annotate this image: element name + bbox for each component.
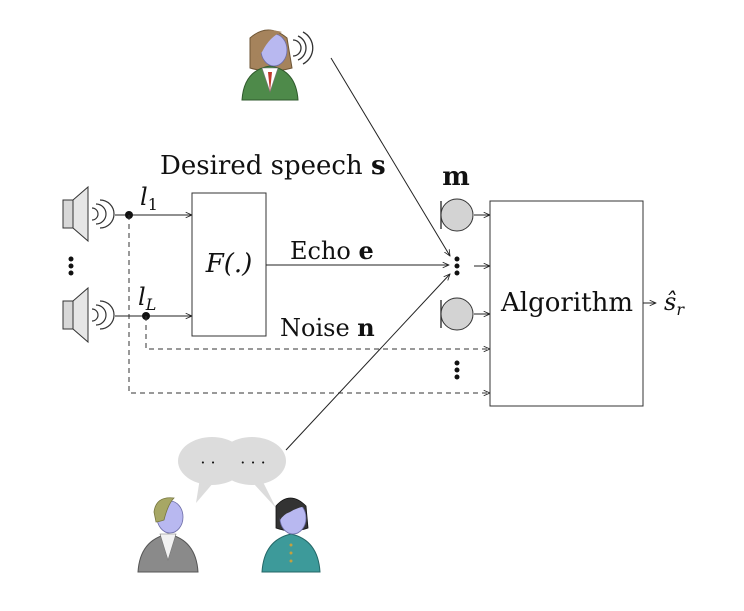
- output-label: ŝr: [664, 288, 685, 319]
- filter-label: F(.): [205, 249, 253, 279]
- loudspeaker-icon: [62, 185, 115, 243]
- loudspeaker-L-label: lL: [138, 283, 156, 314]
- vertical-ellipsis-junction: [454, 256, 460, 276]
- microphone-icon: [440, 198, 474, 232]
- mic-array-label: m: [442, 162, 470, 192]
- microphone-icon: [440, 297, 474, 331]
- speech-bubble-icon: [178, 437, 286, 508]
- algorithm-label: Algorithm: [500, 288, 633, 318]
- desired-speech-arrow: [330, 57, 450, 256]
- algorithm-block: [489, 200, 644, 407]
- vertical-ellipsis-speakers: [68, 256, 74, 276]
- mic-output-arrows: [474, 215, 490, 314]
- noise-arrow: [285, 274, 450, 451]
- noise-label: Noise n: [280, 313, 375, 342]
- loudspeaker-1-label: l1: [140, 183, 158, 214]
- bubble-dots-right: · · ·: [240, 453, 265, 472]
- woman-talking-icon: [261, 497, 321, 573]
- woman-speaking-icon: [241, 29, 299, 101]
- loudspeaker-icon: [62, 286, 115, 344]
- sound-waves-icon: [292, 31, 314, 65]
- desired-speech-label: Desired speech s: [160, 151, 386, 181]
- bubble-dots-left: · ·: [200, 453, 215, 472]
- echo-label: Echo e: [290, 236, 374, 265]
- vertical-ellipsis-references: [454, 360, 460, 380]
- filter-block: [191, 192, 267, 337]
- reference-signal-dashed-lines: [128, 215, 490, 393]
- man-talking-icon: [137, 497, 199, 573]
